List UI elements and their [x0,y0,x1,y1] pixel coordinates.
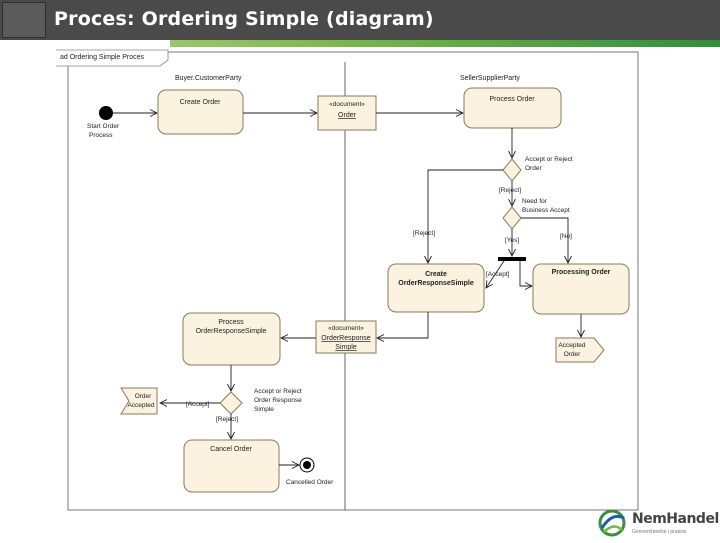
action-create-response [387,263,485,313]
decision2-label-1: Need for [522,198,548,205]
decision-accept-reject-response [219,391,243,415]
decision-accept-reject [502,158,522,182]
process-response-label-2: OrderResponseSimple [196,328,267,335]
nemhandel-logo: NemHandel 1.0 Gennemførelse i praksis [596,508,720,538]
order-response-stereotype: «document» [328,325,364,332]
decision-need-accept [502,206,522,230]
action-process-order [463,87,562,129]
decision1-label-2: Order [525,165,542,172]
process-response-label-1: Process [218,319,244,326]
object-order-response [315,320,377,354]
create-response-label-1: Create [425,271,447,278]
order-stereotype: «document» [329,101,365,108]
diagram-frame [67,51,639,511]
guard-yes: [Yes] [505,237,519,244]
cancel-order-label: Cancel Order [210,446,252,453]
decision2-label-2: Business Accept [522,207,570,214]
action-process-response [182,312,281,366]
end-label: Cancelled Order [286,479,334,486]
frame-title: ad Ordering Simple Proces [60,54,145,61]
action-create-order [157,89,244,135]
create-response-label-2: OrderResponseSimple [398,280,474,287]
decision3-label-2: Order Response [254,397,302,404]
process-order-label: Process Order [489,96,535,103]
slide-header: Proces: Ordering Simple (diagram) [0,0,720,40]
guard-reject-2: [Reject] [413,230,435,237]
green-band-gap [0,40,170,47]
guard-accept-1: [Accept] [486,271,510,278]
signal-order-accepted [120,387,158,415]
decision3-label-3: Simple [254,406,274,413]
order-response-name-1: OrderResponse [321,335,371,342]
header-square [2,2,46,38]
order-response-name-2: Simple [335,344,357,351]
frame-tab [56,49,169,67]
decision3-label-1: Accept or Reject [254,388,302,395]
guard-accept-2: [Accept] [186,401,210,408]
order-accepted-label-2: Accepted [127,402,154,409]
signal-accepted-order [555,337,605,363]
processing-order-label: Processing Order [552,269,611,276]
guard-reject-1: [Reject] [499,187,521,194]
guard-reject-3: [Reject] [216,416,238,423]
start-label-1: Start Order [87,123,120,130]
logo-tagline: Gennemførelse i praksis [632,529,687,535]
order-accepted-label-1: Order [135,393,152,400]
fork-bar [498,257,526,261]
accepted-order-label-2: Order [564,351,581,358]
lane-buyer: Buyer.CustomerParty [175,75,242,82]
order-name: Order [338,112,357,119]
logo-name: NemHandel 1.0 [632,511,720,527]
start-node [99,106,113,120]
slide-title: Proces: Ordering Simple (diagram) [54,8,434,30]
logo-swirl-icon [598,509,626,537]
decision1-label-1: Accept or Reject [525,156,573,163]
accepted-order-label-1: Accepted [558,342,585,349]
start-label-2: Process [89,132,113,139]
guard-no: [No] [560,233,572,240]
action-cancel-order [183,439,280,493]
green-band [0,40,720,47]
lane-seller: SellerSupplierParty [460,75,520,82]
create-order-label: Create Order [180,99,222,106]
